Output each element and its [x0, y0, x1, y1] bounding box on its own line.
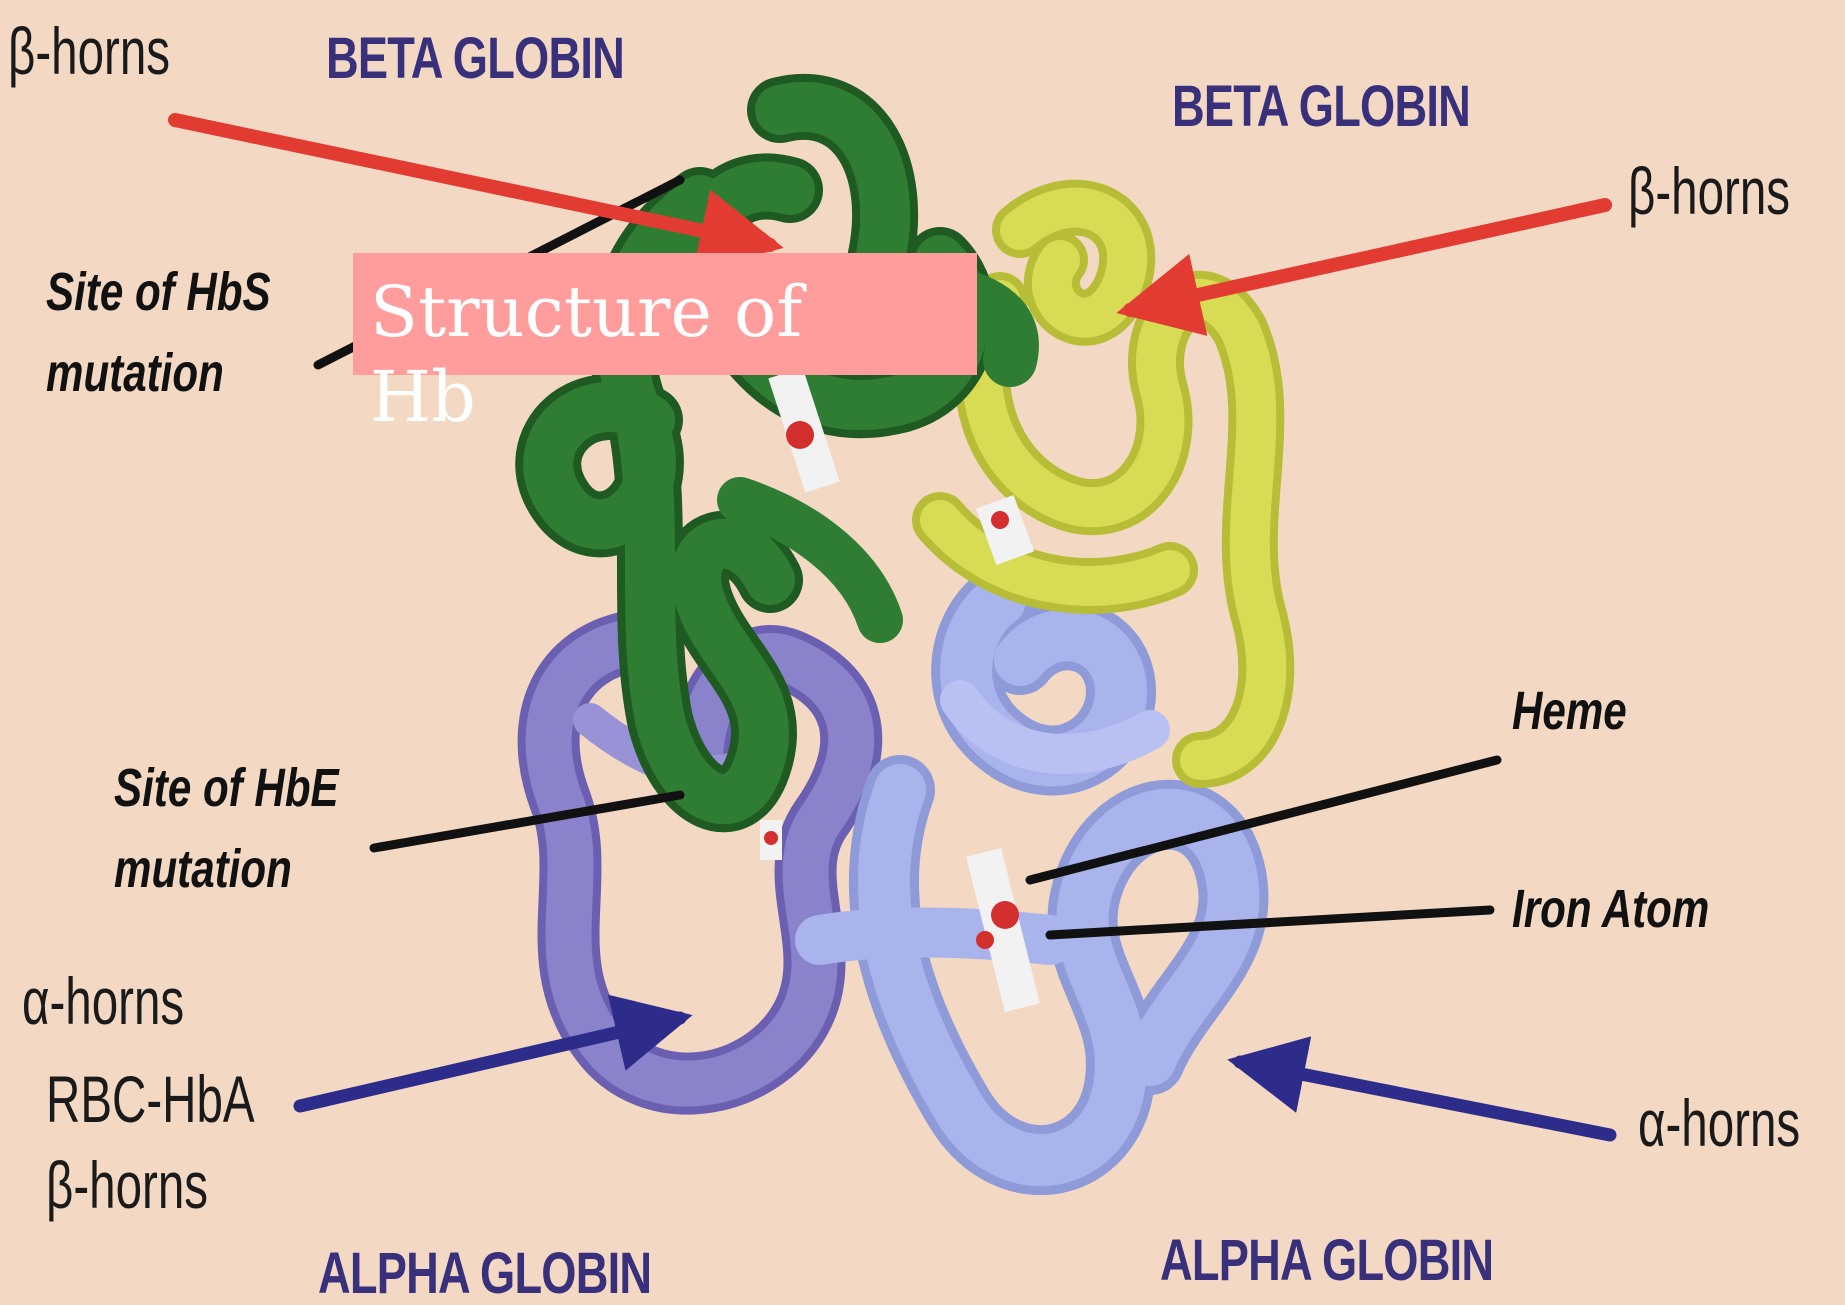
alpha-globin-label-left: ALPHA GLOBIN: [318, 1245, 651, 1303]
title-line1: Structure of: [370, 270, 890, 355]
rbc-hba-label: RBC-HbA: [46, 1066, 255, 1132]
hbe-pointer-line: [374, 795, 680, 848]
beta-horns-label-top-left: β-horns: [8, 18, 170, 84]
beta-horns-right-arrow: [1130, 205, 1605, 310]
site-hbe-line1: Site of HbE: [114, 748, 339, 829]
iron-atom-label: Iron Atom: [1512, 882, 1709, 936]
alpha-horns-label-left: α-horns: [22, 968, 184, 1034]
site-hbs-mutation-label: Site of HbS mutation: [46, 252, 271, 414]
slide-title: Structure of Hb: [370, 270, 890, 441]
alpha-horns-right-arrow: [1240, 1062, 1610, 1135]
alpha-globin-left-shape: [549, 640, 852, 1084]
title-line2: Hb: [370, 355, 890, 440]
beta-horns-label-top-right: β-horns: [1628, 158, 1790, 224]
site-hbs-line2: mutation: [46, 333, 271, 414]
heme-label: Heme: [1512, 684, 1627, 738]
beta-horns-label-bottom-left: β-horns: [46, 1152, 208, 1218]
beta-globin-label-right: BETA GLOBIN: [1172, 78, 1470, 136]
alpha-horns-label-right: α-horns: [1638, 1090, 1800, 1156]
site-hbe-mutation-label: Site of HbE mutation: [114, 748, 339, 910]
site-hbe-line2: mutation: [114, 829, 339, 910]
site-hbs-line1: Site of HbS: [46, 252, 271, 333]
alpha-globin-label-right: ALPHA GLOBIN: [1160, 1232, 1493, 1290]
beta-globin-label-left: BETA GLOBIN: [326, 30, 624, 88]
